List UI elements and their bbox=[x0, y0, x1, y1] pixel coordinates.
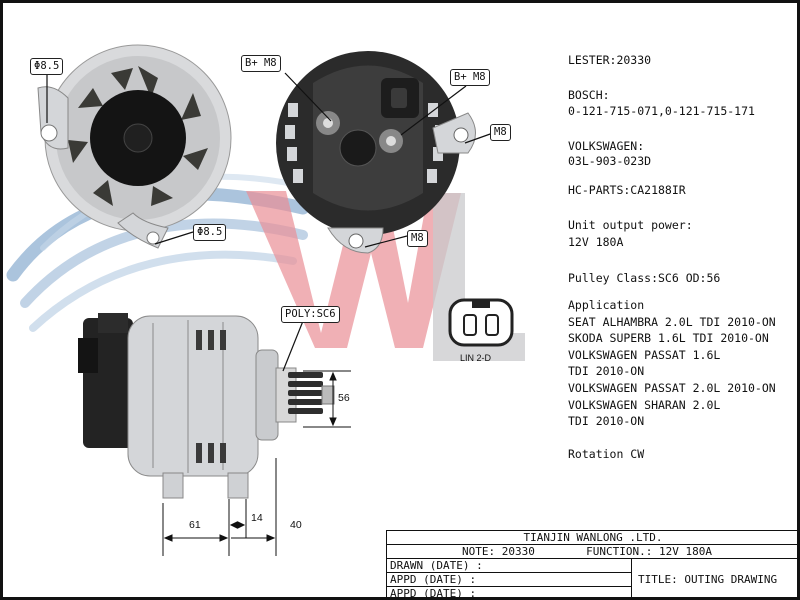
spec-pulley: Pulley Class:SC6 OD:56 bbox=[568, 271, 721, 285]
callout-bplus-terminal-right: B+ M8 bbox=[450, 69, 490, 86]
title-block-company: TIANJIN WANLONG .LTD. bbox=[386, 530, 797, 545]
spec-bosch-label: BOSCH: bbox=[568, 88, 610, 102]
spec-application-line: TDI 2010-ON bbox=[568, 364, 645, 378]
spec-application-line: SEAT ALHAMBRA 2.0L TDI 2010-ON bbox=[568, 315, 776, 329]
dimension-14: 14 bbox=[251, 512, 263, 524]
spec-application-line: TDI 2010-ON bbox=[568, 414, 645, 428]
leader-and-dimension-lines bbox=[46, 72, 494, 556]
callout-hole-diameter-bottom: Φ8.5 bbox=[193, 224, 227, 241]
title-block-note-function: NOTE: 20330 FUNCTION.: 12V 180A bbox=[386, 544, 797, 559]
spec-application-line: VOLKSWAGEN PASSAT 2.0L 2010-ON bbox=[568, 381, 776, 395]
spec-vw-label: VOLKSWAGEN: bbox=[568, 139, 645, 153]
spec-application-line: SKODA SUPERB 1.6L TDI 2010-ON bbox=[568, 331, 769, 345]
spec-output-label: Unit output power: bbox=[568, 218, 693, 232]
dimension-pulley-od: 56 bbox=[338, 392, 350, 404]
alternator-front-view bbox=[37, 44, 232, 249]
spec-vw-number: 03L-903-023D bbox=[568, 154, 652, 168]
callout-m8-bottom: M8 bbox=[407, 230, 428, 247]
spec-bosch-numbers: 0-121-715-071,0-121-715-171 bbox=[568, 104, 755, 118]
title-block-appd: APPD (DATE) : bbox=[386, 586, 632, 597]
title-block-note: NOTE: 20330 bbox=[462, 545, 535, 558]
dimension-40: 40 bbox=[290, 519, 302, 531]
spec-application-line: VOLKSWAGEN PASSAT 1.6L bbox=[568, 348, 721, 362]
title-block-title: TITLE: OUTING DRAWING bbox=[631, 558, 797, 597]
title-block-function: FUNCTION.: 12V 180A bbox=[586, 545, 712, 558]
spec-hc-parts: HC-PARTS:CA2188IR bbox=[568, 183, 686, 197]
alternator-rear-view bbox=[276, 51, 476, 254]
title-block-drawn: DRAWN (DATE) : bbox=[386, 558, 632, 573]
connector-label: LIN 2-D bbox=[460, 353, 492, 363]
spec-application-label: Application bbox=[568, 298, 645, 312]
callout-poly-pulley: POLY:SC6 bbox=[281, 306, 340, 323]
title-block-appd: APPD (DATE) : bbox=[386, 572, 632, 587]
alternator-side-view bbox=[78, 313, 335, 499]
spec-application-line: VOLKSWAGEN SHARAN 2.0L bbox=[568, 398, 721, 412]
spec-output-value: 12V 180A bbox=[568, 235, 624, 249]
callout-m8-right: M8 bbox=[490, 124, 511, 141]
spec-rotation: Rotation CW bbox=[568, 447, 645, 461]
dimension-61: 61 bbox=[189, 519, 201, 531]
title-block: TIANJIN WANLONG .LTD. NOTE: 20330 FUNCTI… bbox=[386, 530, 797, 597]
connector-lin2d-drawing bbox=[448, 298, 514, 347]
callout-bplus-terminal-left: B+ M8 bbox=[241, 55, 281, 72]
callout-hole-diameter-top: Φ8.5 bbox=[30, 58, 64, 75]
spec-lester: LESTER:20330 bbox=[568, 53, 652, 67]
